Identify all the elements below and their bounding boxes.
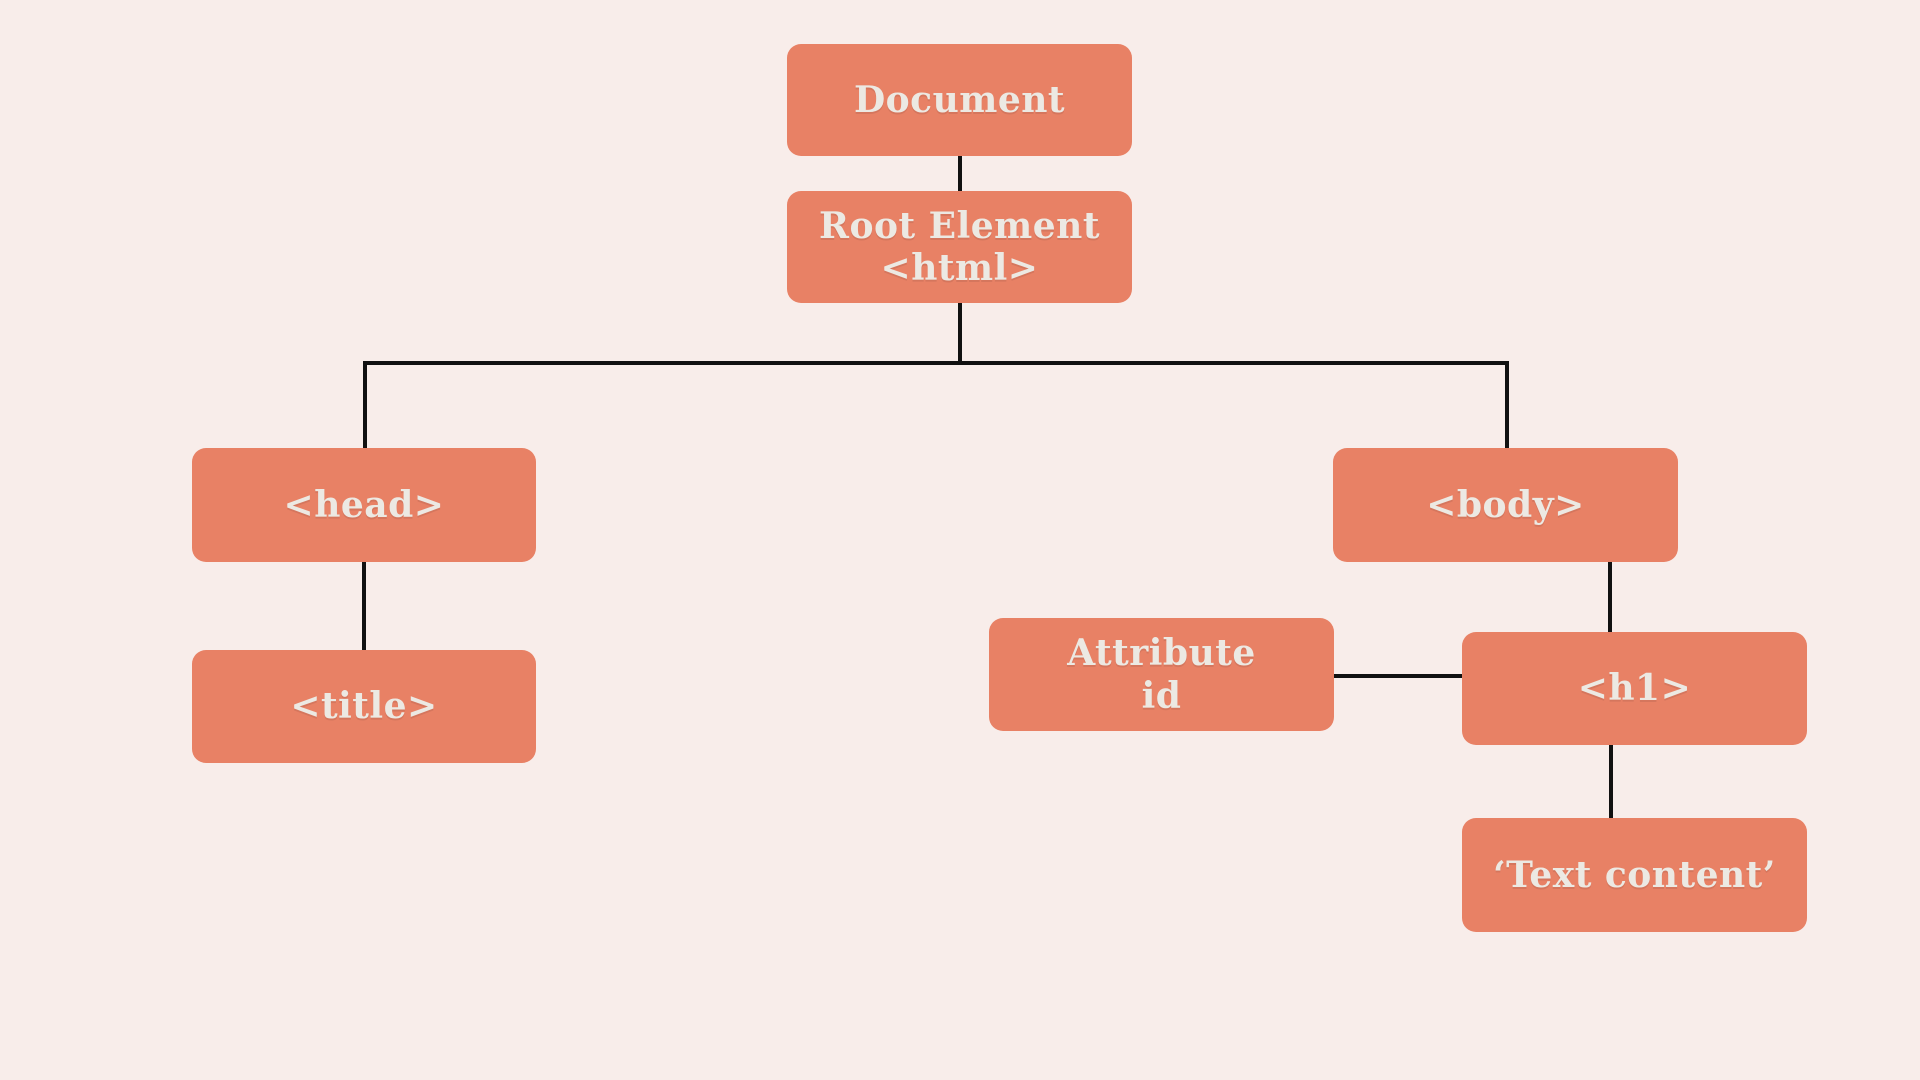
connector-document-root <box>958 156 962 191</box>
node-attribute-id-label-line2: id <box>1141 674 1182 717</box>
node-document: Document <box>787 44 1132 156</box>
connector-h1-text <box>1609 745 1613 818</box>
connector-root-split <box>958 303 962 365</box>
node-body-label: <body> <box>1426 483 1585 526</box>
node-root-element: Root Element <html> <box>787 191 1132 303</box>
node-text-content: ‘Text content’ <box>1462 818 1807 932</box>
node-head-label: <head> <box>283 483 445 526</box>
connector-head-title <box>362 562 366 650</box>
connector-split-horizontal <box>363 361 1509 365</box>
node-root-element-label-line1: Root Element <box>819 204 1100 247</box>
node-attribute-id: Attribute id <box>989 618 1334 731</box>
connector-body-h1 <box>1608 562 1612 632</box>
connector-attribute-h1 <box>1334 674 1462 678</box>
node-h1-label: <h1> <box>1577 667 1692 710</box>
node-title: <title> <box>192 650 536 763</box>
node-head: <head> <box>192 448 536 562</box>
node-attribute-id-label-line1: Attribute <box>1067 632 1256 675</box>
connector-split-body <box>1505 361 1509 448</box>
node-root-element-label-line2: <html> <box>880 247 1039 289</box>
node-text-content-label: ‘Text content’ <box>1493 853 1776 896</box>
node-title-label: <title> <box>290 685 438 728</box>
node-document-label: Document <box>853 78 1066 121</box>
node-h1: <h1> <box>1462 632 1807 745</box>
node-body: <body> <box>1333 448 1678 562</box>
connector-split-head <box>363 361 367 448</box>
